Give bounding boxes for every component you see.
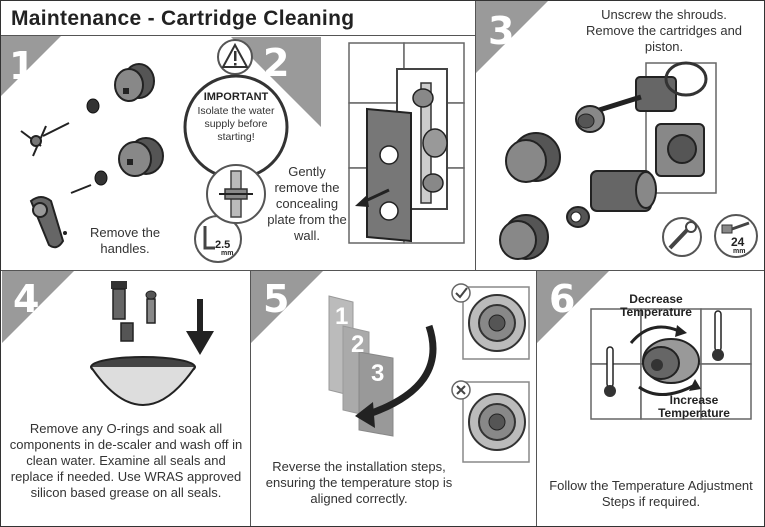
step-3-text: Unscrew the shrouds. Remove the cartridg… xyxy=(585,7,743,54)
sequence-3: 3 xyxy=(371,360,385,387)
step-badge xyxy=(231,37,321,127)
divider xyxy=(536,270,537,526)
step-badge xyxy=(537,271,609,343)
allen-key-icon xyxy=(194,215,242,263)
divider xyxy=(1,270,764,271)
cartridge-removal-illustration xyxy=(499,61,717,260)
spanner-size: 24 xyxy=(731,235,745,249)
sequence-2: 2 xyxy=(351,331,365,358)
step-number: 4 xyxy=(13,277,40,321)
step-number: 3 xyxy=(488,9,515,53)
allen-key-unit: mm xyxy=(221,250,234,257)
step-badge xyxy=(1,36,61,96)
allen-key-size: 2.5 xyxy=(215,239,231,251)
step-4-text: Remove any O-rings and soak all componen… xyxy=(9,421,243,500)
divider xyxy=(475,1,476,270)
step-2-text: Gently remove the concealing plate from … xyxy=(267,164,347,243)
warning-text: Isolate the water supply before starting… xyxy=(197,105,275,143)
wrench-icon xyxy=(662,217,702,257)
step-number: 1 xyxy=(9,44,36,88)
concealing-plate-illustration xyxy=(348,42,465,244)
soak-components-illustration xyxy=(90,281,214,406)
step-number: 6 xyxy=(549,277,576,321)
sequence-1: 1 xyxy=(335,303,349,330)
handle-parts-icon xyxy=(20,63,164,249)
step-number: 5 xyxy=(263,277,290,321)
temperature-adjustment-illustration xyxy=(590,308,752,420)
page-title: Maintenance - Cartridge Cleaning xyxy=(11,7,355,30)
step-badge xyxy=(476,1,548,73)
decrease-temperature-label: Decrease Temperature xyxy=(620,292,692,319)
correct-alignment-icon xyxy=(451,283,530,360)
increase-temperature-label: Increase Temperature xyxy=(658,393,730,420)
reverse-sequence-illustration xyxy=(328,295,437,437)
step-badge xyxy=(2,271,74,343)
step-badge xyxy=(251,271,323,343)
isolation-valve-icon xyxy=(206,164,266,224)
incorrect-alignment-icon xyxy=(451,380,530,463)
step-6-text: Follow the Temperature Adjustment Steps … xyxy=(549,478,753,509)
warning-icon xyxy=(217,39,253,75)
warning-title: IMPORTANT xyxy=(203,91,269,103)
divider xyxy=(1,35,475,36)
spanner-icon xyxy=(714,214,758,258)
step-1-panel: 1 xyxy=(1,36,161,270)
step-5-text: Reverse the installation steps, ensuring… xyxy=(265,459,453,506)
spanner-unit: mm xyxy=(733,248,746,255)
step-1-text: Remove the handles. xyxy=(89,225,161,256)
divider xyxy=(250,270,251,526)
step-number: 2 xyxy=(263,41,290,85)
